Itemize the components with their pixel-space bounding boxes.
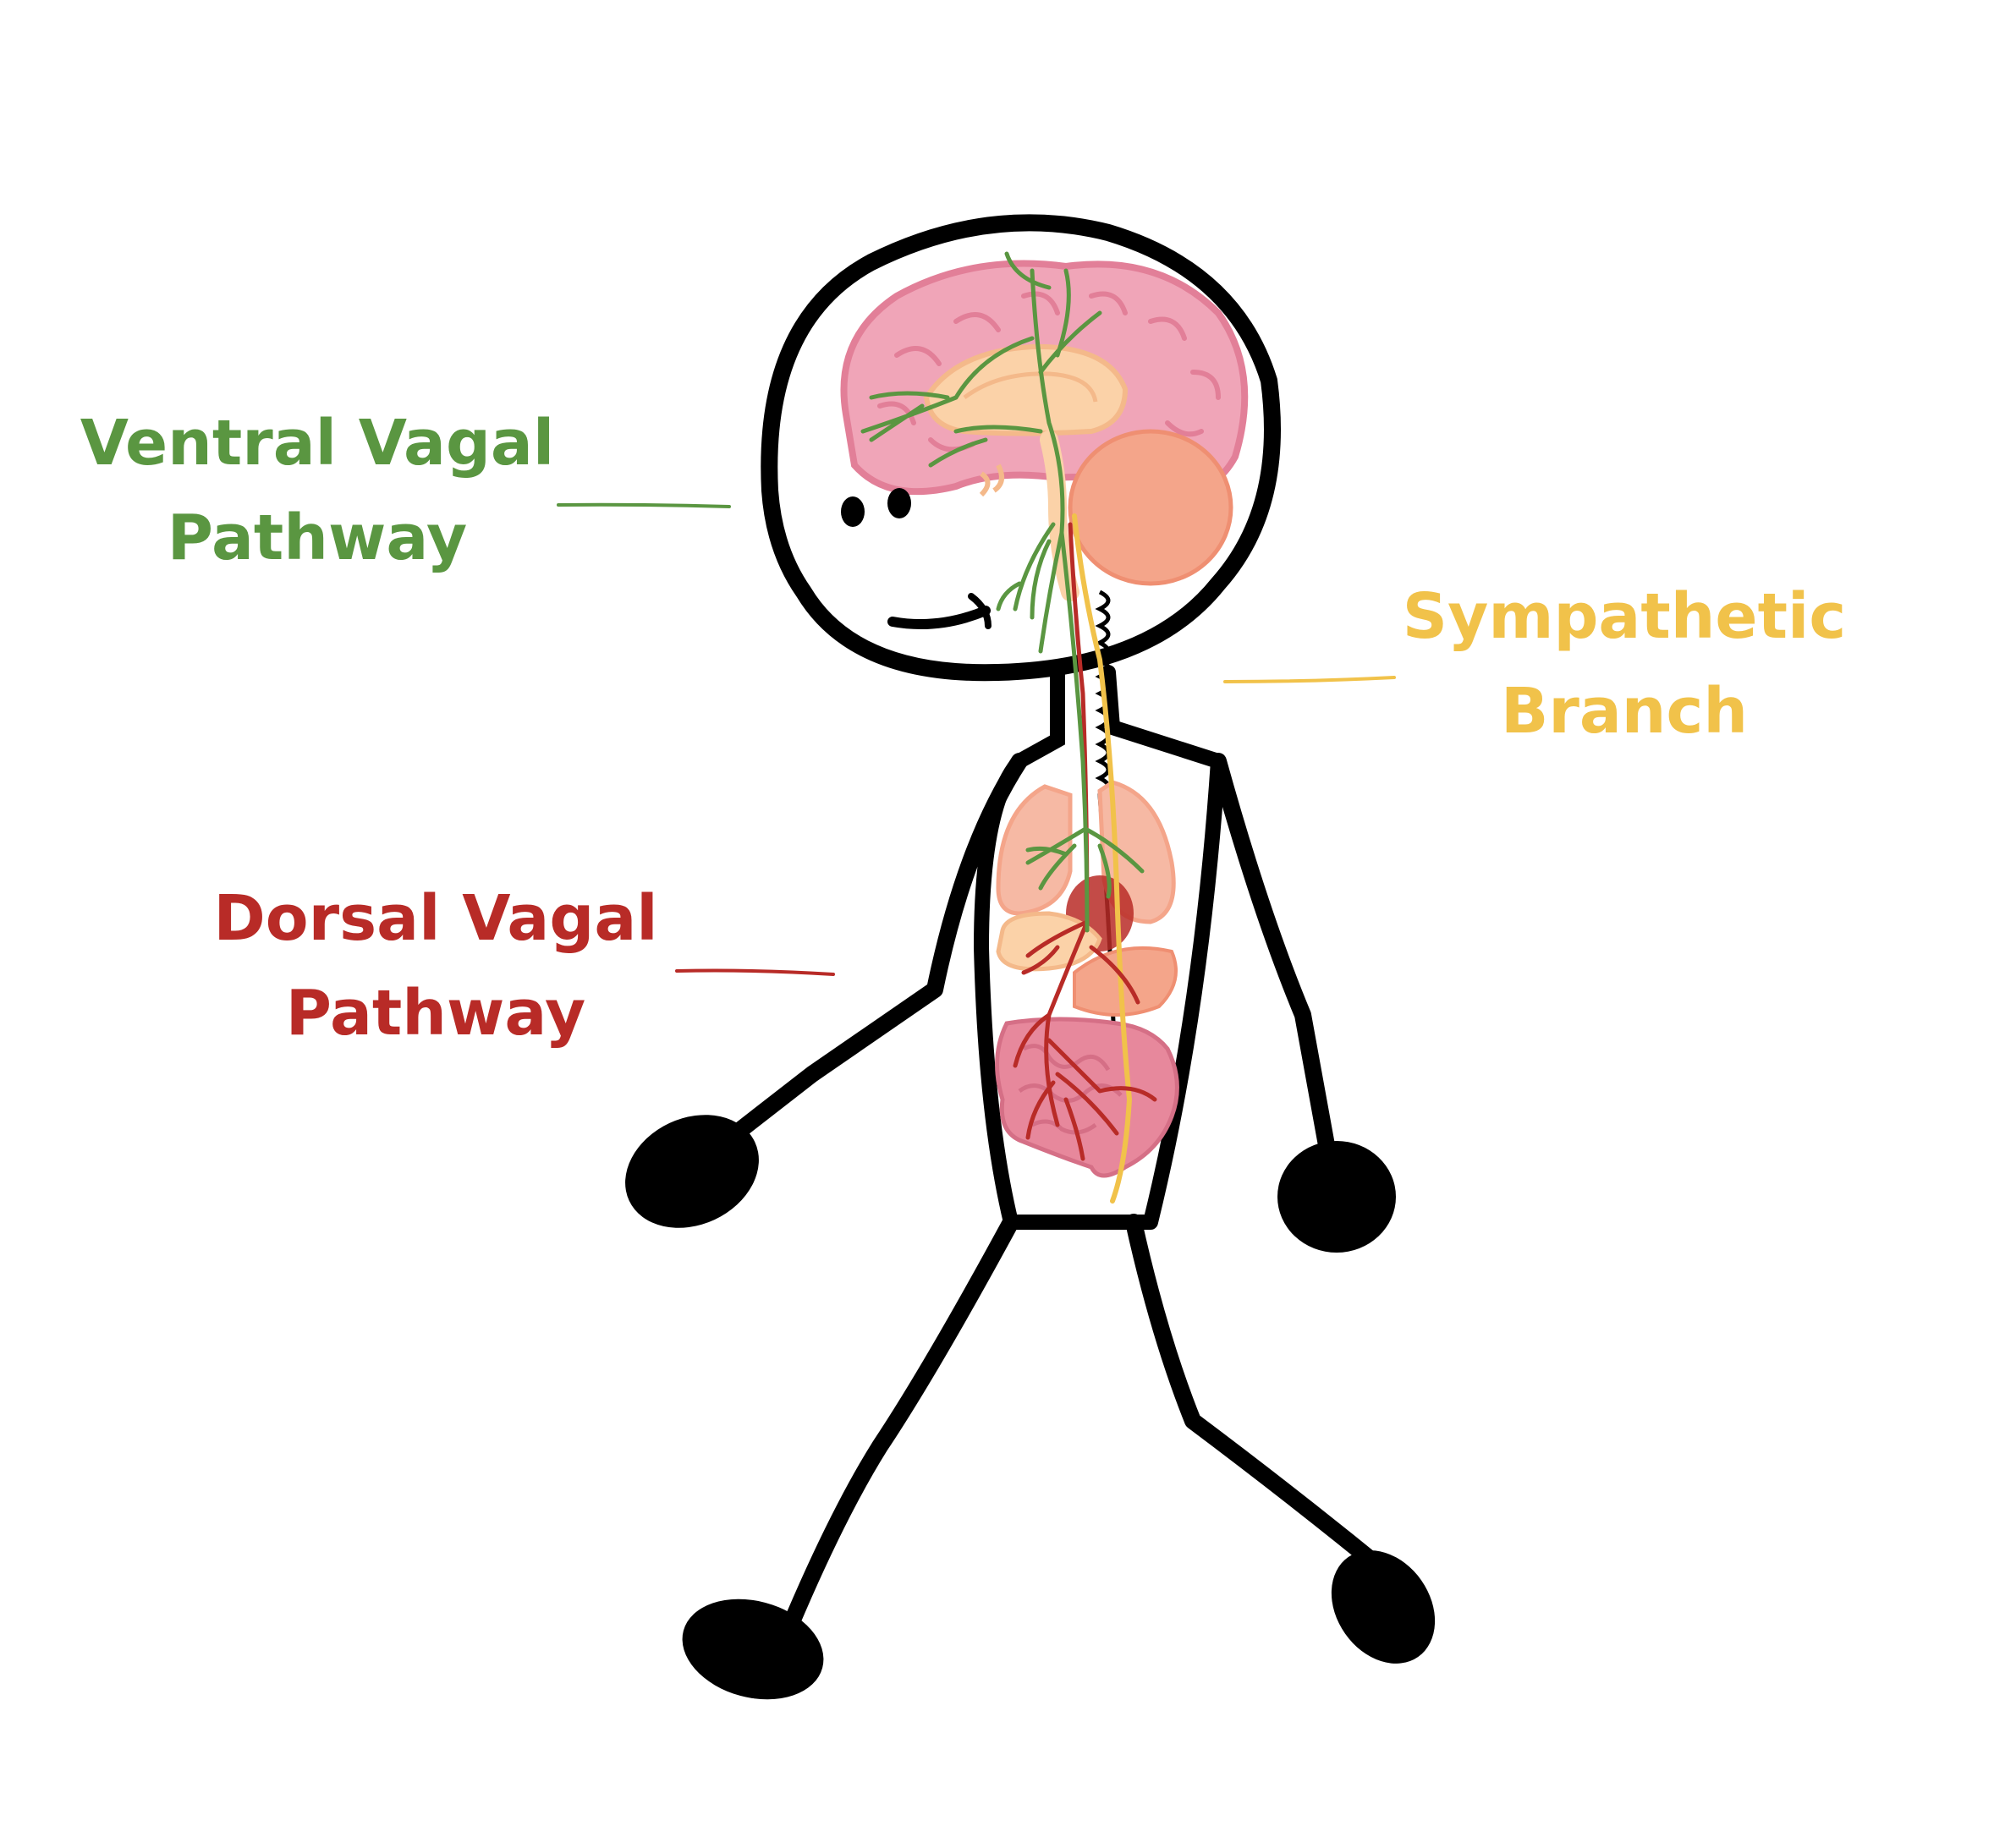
sympathetic-nerve-path	[1072, 513, 1133, 1204]
right-foot-icon	[1331, 1550, 1436, 1664]
left-foot-icon	[682, 1598, 824, 1700]
dorsal-vagal-label-line2: Pathway	[285, 977, 586, 1050]
ventral-vagal-label-line2: Pathway	[167, 502, 468, 574]
right-hand-icon	[1277, 1141, 1396, 1253]
dorsal-vagal-label-line1: Dorsal Vagal	[213, 882, 658, 955]
ventral-vagal-label: Ventral Vagal Pathway	[63, 396, 571, 585]
dorsal-vagal-label: Dorsal Vagal Pathway	[182, 871, 689, 1061]
sympathetic-leader-line	[1223, 676, 1396, 683]
dorsal-leader-line	[675, 968, 835, 976]
sympathetic-branch-label: Sympathetic Branch	[1387, 569, 1861, 759]
brain-icon	[840, 260, 1249, 601]
ventral-leader-line	[557, 502, 731, 508]
sympathetic-branch-label-line2: Branch	[1500, 675, 1749, 748]
sympathetic-branch-label-line1: Sympathetic	[1402, 580, 1847, 653]
ventral-vagal-label-line1: Ventral Vagal	[80, 407, 555, 480]
ventral-nerve-path	[860, 251, 1145, 933]
stick-figure-icon	[625, 214, 1436, 1700]
left-hand-icon	[625, 1115, 759, 1228]
